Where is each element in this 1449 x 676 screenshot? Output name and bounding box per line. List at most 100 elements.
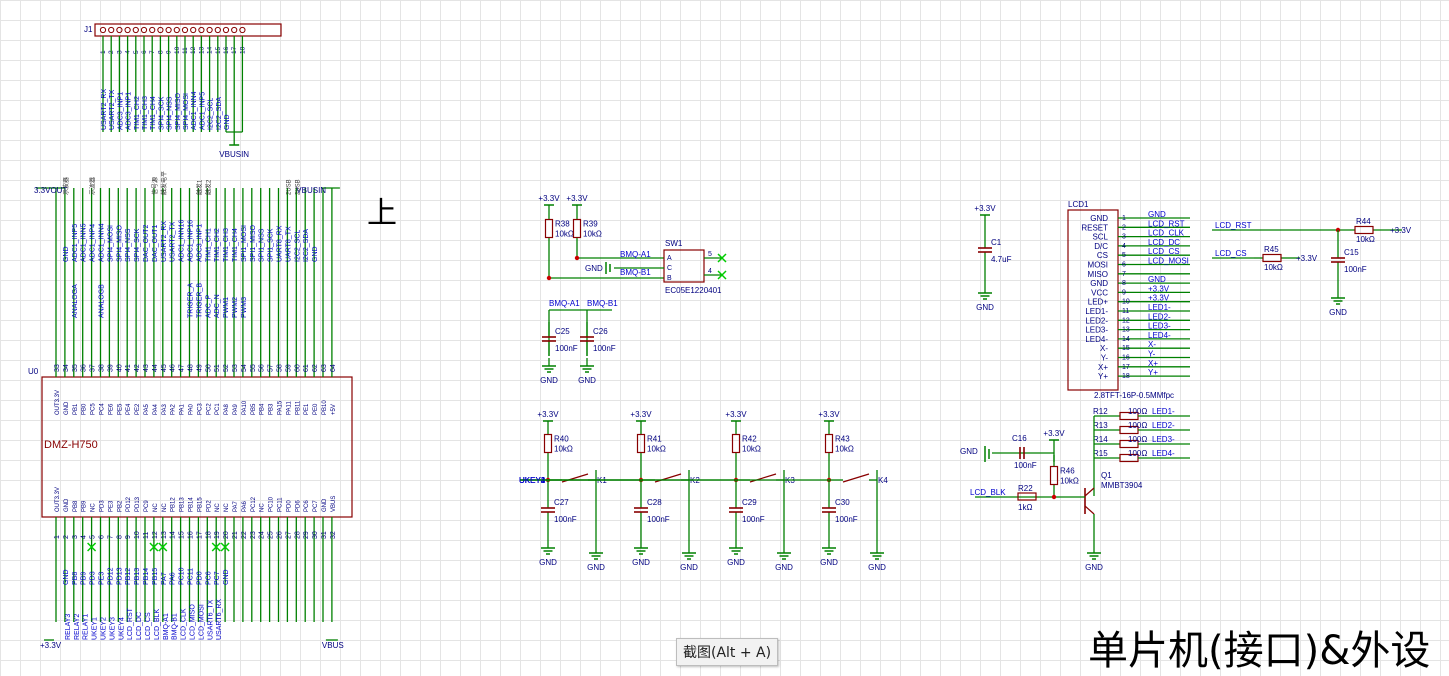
ground-label: GND xyxy=(727,558,745,567)
mcu-bottom-net-label: PC10 xyxy=(179,567,186,585)
lcd-pin-name: SCL xyxy=(1092,233,1108,242)
power-label: +3.3V xyxy=(537,410,559,419)
mcu-bottom-port-name: NC xyxy=(91,503,97,512)
power-label: +3.3V xyxy=(538,194,560,203)
mcu-bottom-port-name: PD2 xyxy=(206,500,212,512)
mcu-bottom-net-label: PD3 xyxy=(90,571,97,585)
mcu-top-pin-number: 61 xyxy=(303,364,310,372)
lcd-pin-number: 10 xyxy=(1122,299,1130,306)
resistor-body xyxy=(1017,492,1037,501)
encoder-cap-net-b: BMQ-B1 xyxy=(587,299,618,308)
no-connect-icon xyxy=(149,542,159,552)
power-label: +3.3V xyxy=(725,410,747,419)
mcu-top-net-label: SPI1_MISO xyxy=(250,224,257,262)
resistor-ref: R39 xyxy=(583,220,598,229)
mcu-power-bottom-left: +3.3V xyxy=(40,641,62,650)
lcd-pin-number: 15 xyxy=(1122,345,1130,352)
mcu-top-pin-number: 38 xyxy=(99,364,106,372)
no-connect-icon xyxy=(717,270,727,280)
resistor-body xyxy=(824,433,834,454)
j1-net-label: SPI4_MISO xyxy=(175,92,182,130)
mcu-top-pin-number: 51 xyxy=(214,364,221,372)
mcu-bottom-relay-label: LCD_MISO xyxy=(190,604,197,640)
mcu-top-port-name: PC4 xyxy=(100,403,106,415)
mcu-bottom-relay-label: RELAY2 xyxy=(74,614,81,640)
key-switch-icon xyxy=(654,473,682,483)
j1-net-label: ADC1_INN4 xyxy=(191,91,198,130)
mcu-bottom-port-name: PB12 xyxy=(171,497,177,512)
mcu-top-pin-number: 63 xyxy=(321,364,328,372)
lcd-net-label: +3.3V xyxy=(1148,294,1170,303)
lcd-net-label: LED3- xyxy=(1148,322,1171,331)
encoder-cap-net-a: BMQ-A1 xyxy=(549,299,580,308)
j1-pin-circle xyxy=(165,26,172,34)
mcu-bottom-pin-number: 17 xyxy=(196,531,203,539)
j1-pin-circle xyxy=(157,26,164,34)
mcu-top-net-label: ADC1_INP16 xyxy=(188,220,195,262)
j1-pin-circle xyxy=(231,26,238,34)
mcu-bottom-relay-label: LCD_RST xyxy=(127,607,134,640)
mcu-bottom-pin-number: 6 xyxy=(99,535,106,539)
j1-net-label: TIM1_CH4 xyxy=(150,96,157,130)
resistor-value: 10kΩ xyxy=(554,445,573,454)
junction-dot xyxy=(574,255,580,261)
mcu-bottom-relay-label: UKEY3 xyxy=(109,617,116,640)
power-label: +3.3V xyxy=(630,410,652,419)
lcd-pin-number: 7 xyxy=(1122,271,1126,278)
mcu-bottom-port-name: PD3 xyxy=(100,500,106,512)
mcu-bottom-port-name: NC xyxy=(224,503,230,512)
mcu-top-pin-number: 56 xyxy=(259,364,266,372)
mcu-bottom-net-label: PD0 xyxy=(196,571,203,585)
lcd-net-label: LCD_RST xyxy=(1148,219,1185,228)
j1-net-label: ADC3_INP1 xyxy=(117,92,124,130)
resistor-ref: R46 xyxy=(1060,467,1075,476)
j1-net-label: USART2_TX xyxy=(109,89,116,130)
mcu-bottom-net-label: PB14 xyxy=(143,568,150,585)
mcu-bottom-relay-label: RELAY1 xyxy=(83,614,90,640)
encoder-pin-c: C xyxy=(667,265,672,272)
mcu-bottom-port-name: VBUS xyxy=(331,496,337,512)
resistor-ref: R45 xyxy=(1264,245,1279,254)
mcu-top-port-name: PB4 xyxy=(260,403,266,415)
mcu-top-net-label: USART2_TX xyxy=(170,221,177,262)
mcu-bottom-pin-number: 15 xyxy=(179,531,186,539)
lcd-pin-number: 17 xyxy=(1122,364,1130,371)
mcu-bottom-pin-number: 2 xyxy=(63,535,70,539)
lcd-pin-number: 6 xyxy=(1122,262,1126,269)
mcu-top-net-label: SPI4_MOSI xyxy=(107,225,114,262)
mcu-top-port-name: PB5 xyxy=(251,403,257,415)
j1-net-label: SPI4_SCK xyxy=(158,96,165,130)
mcu-bottom-relay-label: LCD_CS xyxy=(145,612,152,640)
resistor-body xyxy=(1354,225,1374,235)
backlight-resistor-ref: R14 xyxy=(1093,435,1108,444)
j1-net-label: ADC1_INP5 xyxy=(199,92,206,130)
mcu-bottom-pin-number: 9 xyxy=(125,535,132,539)
mcu-top-pin-number: 34 xyxy=(63,364,70,372)
mcu-power-left: 3.3VOUT xyxy=(34,186,67,195)
mcu-top-port-name: PC3 xyxy=(197,403,203,415)
mcu-bottom-net-label: PB13 xyxy=(134,568,141,585)
j1-net-label: SPI4_MOSI xyxy=(183,93,190,130)
backlight-net-label: LED4- xyxy=(1152,449,1175,458)
key-switch-icon xyxy=(561,473,589,483)
junction-dot xyxy=(1051,494,1057,500)
mcu-bottom-pin-number: 28 xyxy=(294,531,301,539)
j1-pin-circle xyxy=(181,26,189,34)
mcu-top-net-label: SPI1_SCK xyxy=(268,228,275,262)
mcu-top-pin-number: 35 xyxy=(72,364,79,372)
lcd-net-label: LED2- xyxy=(1148,312,1171,321)
mcu-top-alt-net-label: ADC_N xyxy=(214,294,221,318)
backlight-net-label: LED2- xyxy=(1152,421,1175,430)
mcu-bottom-net-label: PA7 xyxy=(161,572,168,585)
encoder-net-b: BMQ-B1 xyxy=(620,268,651,277)
j1-net-label: TIM1_CH2 xyxy=(134,96,141,130)
lcd-body xyxy=(1067,209,1119,391)
capacitor-ref: C15 xyxy=(1344,248,1359,257)
encoder-net-a: BMQ-A1 xyxy=(620,250,651,259)
mcu-top-net-label: TIM1_CH4 xyxy=(232,228,239,262)
mcu-top-pin-number: 64 xyxy=(330,364,337,372)
mcu-top-net-label: TIM1_CH1 xyxy=(205,228,212,262)
capacitor-value: 4.7uF xyxy=(991,255,1012,264)
